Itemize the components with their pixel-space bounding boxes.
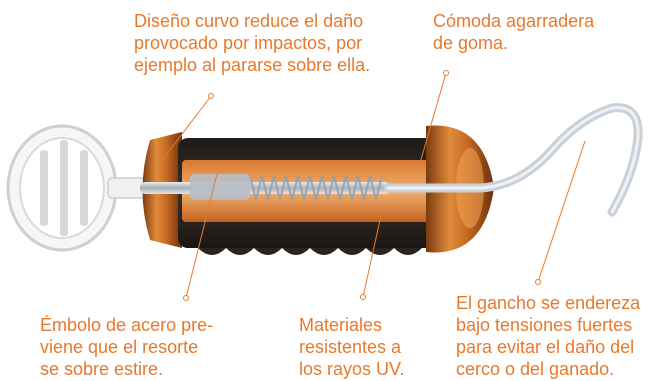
- annotation-line: El gancho se endereza: [456, 293, 641, 313]
- annotation-steel-plunger: Émbolo de acero pre- viene que el resort…: [40, 314, 213, 380]
- spring: [249, 175, 383, 201]
- annotation-line: ejemplo al pararse sobre ella.: [134, 55, 371, 75]
- annotation-line: bajo tensiones fuertes: [456, 315, 633, 335]
- leader-line-hook: [537, 140, 586, 283]
- leader-line-curved-design: [159, 95, 212, 164]
- annotation-uv-materials: Materiales resistentes a los rayos UV.: [299, 314, 404, 380]
- hook: [383, 103, 643, 217]
- annotation-line: para evitar el daño del: [456, 337, 635, 357]
- annotation-curved-design: Diseño curvo reduce el daño provocado po…: [134, 10, 370, 76]
- annotation-hook: El gancho se endereza bajo tensiones fue…: [456, 292, 640, 380]
- leader-dot-hook: [535, 279, 541, 285]
- annotation-line: provocado por impactos, por: [134, 33, 363, 53]
- leader-dot-uv-materials: [360, 294, 366, 300]
- leader-line-steel-plunger: [185, 173, 218, 299]
- leader-dot-steel-plunger: [183, 295, 189, 301]
- annotation-line: los rayos UV.: [299, 359, 405, 379]
- annotation-line: cerco o del ganado.: [456, 359, 615, 379]
- annotation-line: Émbolo de acero pre-: [40, 315, 214, 335]
- leader-line-uv-materials: [362, 210, 383, 298]
- annotation-line: Diseño curvo reduce el daño: [134, 11, 364, 31]
- leader-line-rubber-grip: [419, 72, 447, 164]
- annotation-line: Materiales: [299, 315, 383, 335]
- leader-dot-rubber-grip: [443, 70, 449, 76]
- leader-dot-curved-design: [208, 93, 214, 99]
- annotation-line: viene que el resorte: [40, 337, 199, 357]
- annotation-line: se sobre estire.: [40, 359, 164, 379]
- handle-ring: [6, 124, 153, 252]
- annotation-rubber-grip: Cómoda agarradera de goma.: [433, 10, 594, 54]
- annotation-line: resistentes a: [299, 337, 402, 357]
- annotation-line: Cómoda agarradera: [433, 11, 595, 31]
- annotation-line: de goma.: [433, 33, 509, 53]
